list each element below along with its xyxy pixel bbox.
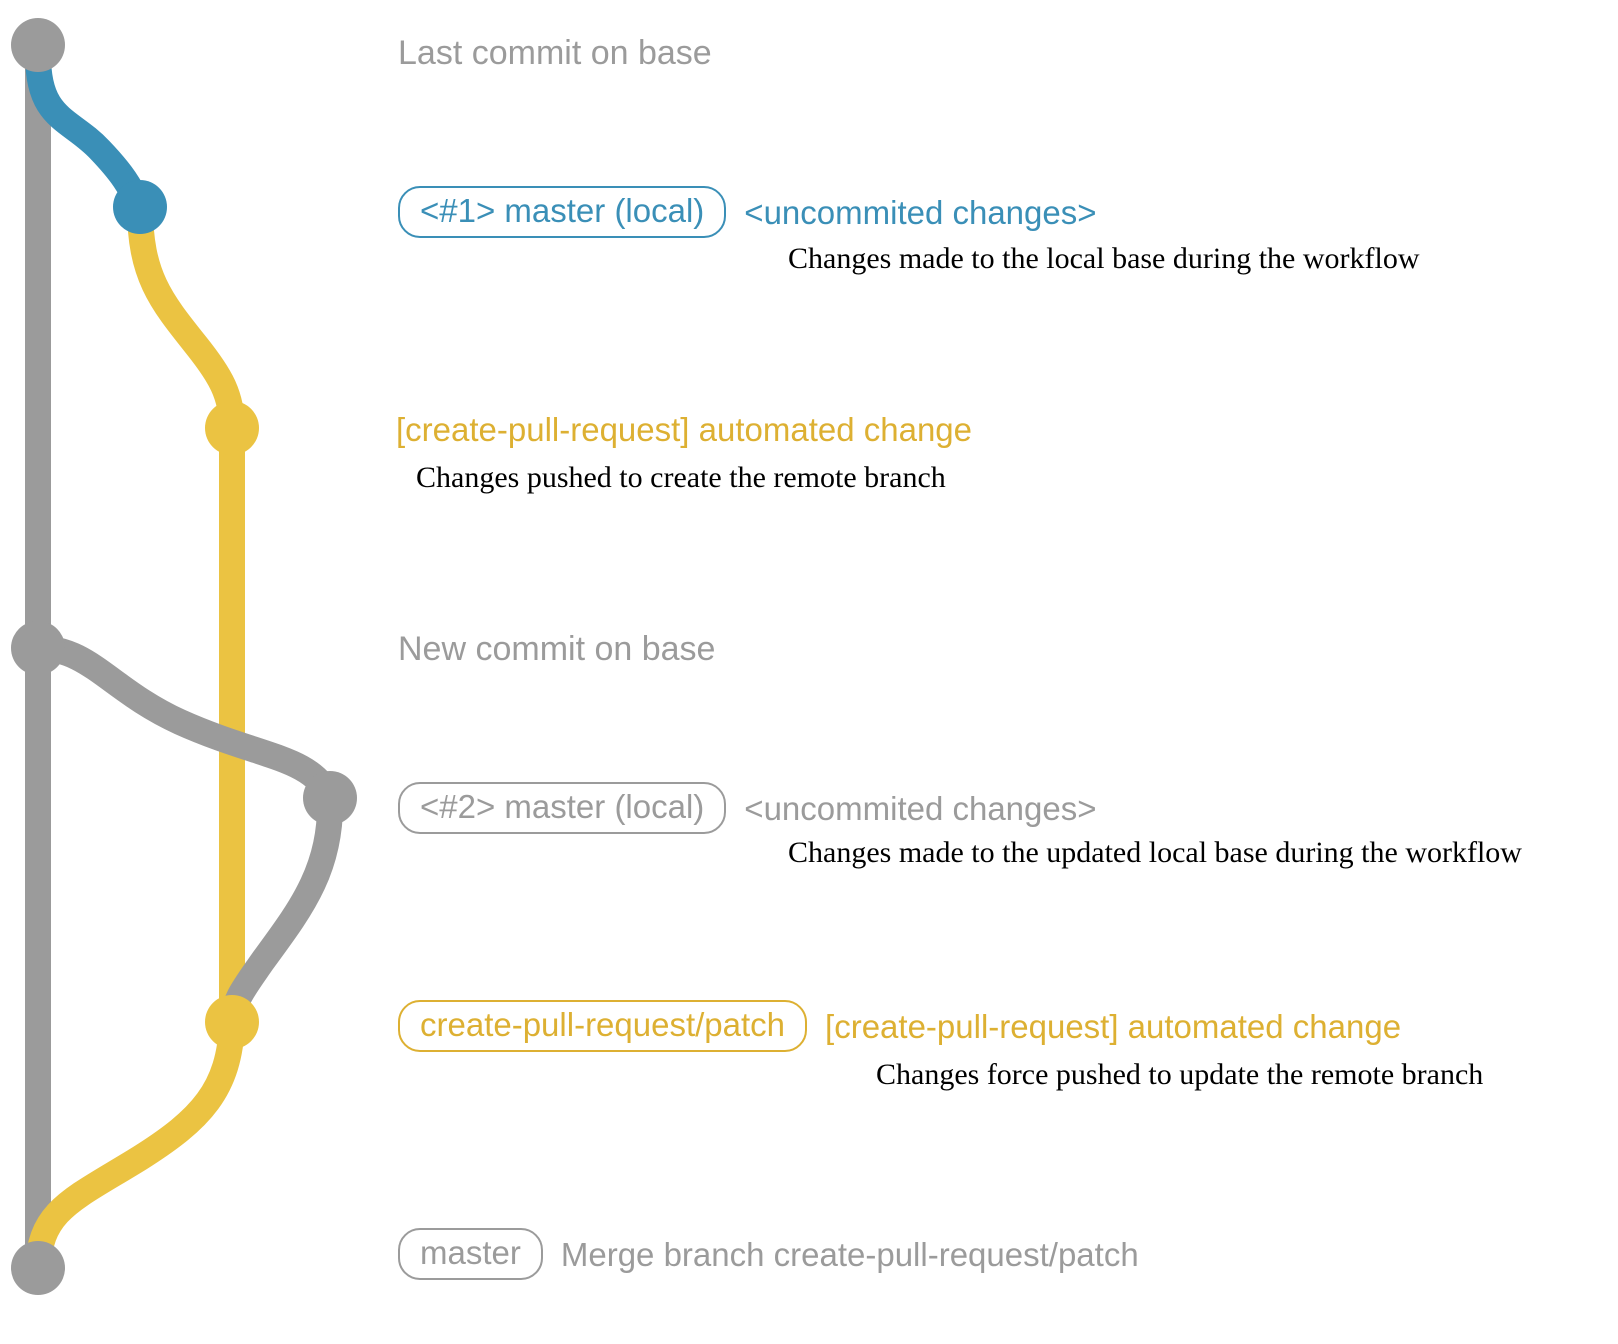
- annotation-row-commit-2: [create-pull-request] automated change: [396, 413, 972, 446]
- commit-node-master-merge[interactable]: [11, 1241, 65, 1295]
- edge-basenew-to-local2: [25, 635, 343, 811]
- badge-master-local-2[interactable]: <#2> master (local): [398, 782, 727, 834]
- edge-patch2-to-master: [25, 1009, 245, 1281]
- caption-commit-4: Changes force pushed to update the remot…: [876, 1058, 1484, 1091]
- badge-master[interactable]: master: [398, 1228, 543, 1280]
- badge-master-local-1[interactable]: <#1> master (local): [398, 186, 727, 238]
- caption-commit-3: Changes made to the updated local base d…: [788, 836, 1522, 869]
- headline-commit-2: [create-pull-request] automated change: [396, 411, 973, 448]
- headline-commit-4: [create-pull-request] automated change: [825, 1007, 1402, 1045]
- headline-commit-1: <uncommited changes>: [744, 193, 1097, 231]
- edge-base-to-local1: [25, 42, 153, 220]
- annotation-row-commit-4: create-pull-request/patch [create-pull-r…: [398, 1000, 1401, 1052]
- headline-commit-3: <uncommited changes>: [744, 789, 1097, 827]
- caption-commit-1: Changes made to the local base during th…: [788, 242, 1420, 275]
- label-last-commit-on-base: Last commit on base: [398, 34, 712, 72]
- edge-local1-to-patch1: [127, 194, 245, 441]
- annotation-row-commit-5: master Merge branch create-pull-request/…: [398, 1228, 1139, 1280]
- commit-node-base-new[interactable]: [11, 621, 65, 675]
- annotation-row-commit-3: <#2> master (local) <uncommited changes>: [398, 782, 1097, 834]
- commit-node-patch-2[interactable]: [205, 995, 259, 1049]
- commit-node-patch-1[interactable]: [205, 401, 259, 455]
- caption-commit-2: Changes pushed to create the remote bran…: [416, 461, 946, 494]
- label-new-commit-on-base: New commit on base: [398, 630, 716, 668]
- commit-node-base-last[interactable]: [11, 18, 65, 72]
- badge-create-pull-request-patch[interactable]: create-pull-request/patch: [398, 1000, 808, 1052]
- commit-node-local-1[interactable]: [113, 180, 167, 234]
- edge-local2-to-patch2: [219, 785, 344, 1035]
- headline-commit-5: Merge branch create-pull-request/patch: [560, 1235, 1139, 1273]
- annotation-row-commit-1: <#1> master (local) <uncommited changes>: [398, 186, 1097, 238]
- commit-node-local-2[interactable]: [303, 771, 357, 825]
